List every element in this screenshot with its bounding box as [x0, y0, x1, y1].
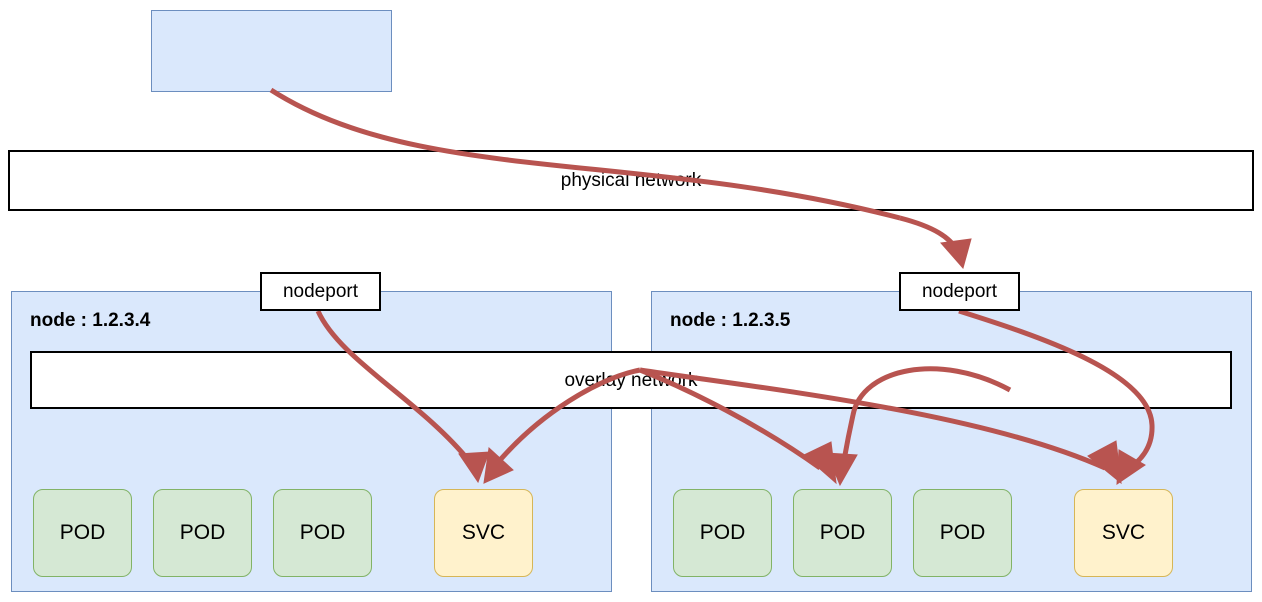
physical-network-label: physical network	[560, 170, 702, 191]
pod-right-2[interactable]: POD	[793, 489, 892, 577]
svc-right[interactable]: SVC	[1074, 489, 1173, 577]
pod-left-1[interactable]: POD	[33, 489, 132, 577]
overlay-network-bar[interactable]: overlay network	[30, 351, 1232, 409]
nodeport-right-label: nodeport	[921, 280, 997, 302]
node-container-right[interactable]: node : 1.2.3.5 POD POD POD SVC	[651, 291, 1252, 592]
pod-right-1-label: POD	[699, 521, 746, 544]
nodeport-badge-right[interactable]: nodeport	[899, 272, 1020, 311]
overlay-network-label: overlay network	[564, 369, 698, 391]
pod-right-2-label: POD	[819, 521, 866, 544]
unit-row-right: POD POD POD SVC	[652, 489, 1251, 579]
svc-left[interactable]: SVC	[434, 489, 533, 577]
client-box[interactable]	[151, 10, 392, 92]
node-title-left: node : 1.2.3.4	[30, 310, 151, 331]
physical-network-bar[interactable]: physical network	[8, 150, 1254, 211]
pod-right-1[interactable]: POD	[673, 489, 772, 577]
pod-right-3[interactable]: POD	[913, 489, 1012, 577]
pod-right-3-label: POD	[939, 521, 986, 544]
nodeport-left-label: nodeport	[282, 280, 358, 302]
pod-left-1-label: POD	[59, 521, 106, 544]
unit-row-left: POD POD POD SVC	[12, 489, 611, 579]
svc-right-label: SVC	[1101, 521, 1146, 544]
node-container-left[interactable]: node : 1.2.3.4 POD POD POD SVC	[11, 291, 612, 592]
node-title-right: node : 1.2.3.5	[670, 310, 791, 331]
pod-left-2[interactable]: POD	[153, 489, 252, 577]
pod-left-3[interactable]: POD	[273, 489, 372, 577]
nodeport-badge-left[interactable]: nodeport	[260, 272, 381, 311]
svc-left-label: SVC	[461, 521, 506, 544]
pod-left-3-label: POD	[299, 521, 346, 544]
pod-left-2-label: POD	[179, 521, 226, 544]
